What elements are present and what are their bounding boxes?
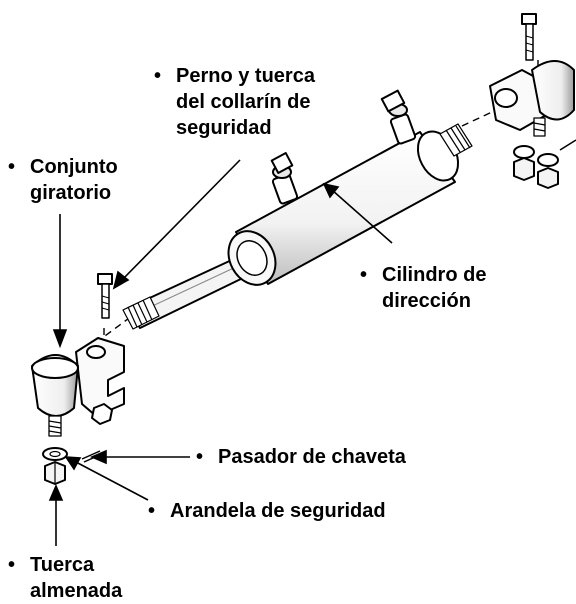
hydraulic-fitting-front <box>380 89 417 145</box>
label-cotter-pin: •Pasador de chaveta <box>196 446 406 468</box>
label-castle-nut: •Tuerca almenada <box>8 554 123 602</box>
label-washer-line1: Arandela de seguridad <box>170 500 386 522</box>
front-threads <box>439 123 473 157</box>
right-collar-bolt <box>521 13 537 61</box>
label-collar-bolt-line1: Perno y tuerca <box>176 65 315 87</box>
swivel-stud <box>48 415 62 437</box>
left-swivel-assembly <box>31 273 125 485</box>
label-collar-bolt-line2: del collarín de <box>176 91 311 113</box>
castle-nut <box>44 461 66 485</box>
steering-cylinder <box>122 89 473 330</box>
label-steering-cylinder: •Cilindro de dirección <box>360 264 487 312</box>
right-cotter-pin <box>559 139 576 151</box>
label-swivel-line2: giratorio <box>30 182 112 204</box>
right-swivel-ball-housing <box>531 60 575 121</box>
label-swivel-line1: Conjunto <box>30 156 118 178</box>
hydraulic-fitting-rear <box>270 152 299 205</box>
label-collar-bolt-line3: seguridad <box>176 117 272 139</box>
right-swivel-stud <box>533 117 546 137</box>
label-lock-washer: •Arandela de seguridad <box>148 500 386 522</box>
label-cylinder-line2: dirección <box>382 290 471 312</box>
label-cotter-line1: Pasador de chaveta <box>218 446 406 468</box>
collar-bolt <box>97 273 113 319</box>
label-castle-line1: Tuerca <box>30 554 95 576</box>
right-swivel-assembly <box>489 13 576 189</box>
collar-nut <box>91 403 113 425</box>
label-castle-line2: almenada <box>30 580 123 602</box>
label-swivel-assembly: •Conjunto giratorio <box>8 156 118 204</box>
right-lock-washer <box>513 145 535 159</box>
right-castle-nut <box>513 157 535 181</box>
label-collar-bolt-nut: •Perno y tuerca del collarín de segurida… <box>154 65 315 139</box>
label-cylinder-line1: Cilindro de <box>382 264 487 286</box>
rod-threads <box>122 296 160 330</box>
leader-arrows <box>48 159 393 546</box>
